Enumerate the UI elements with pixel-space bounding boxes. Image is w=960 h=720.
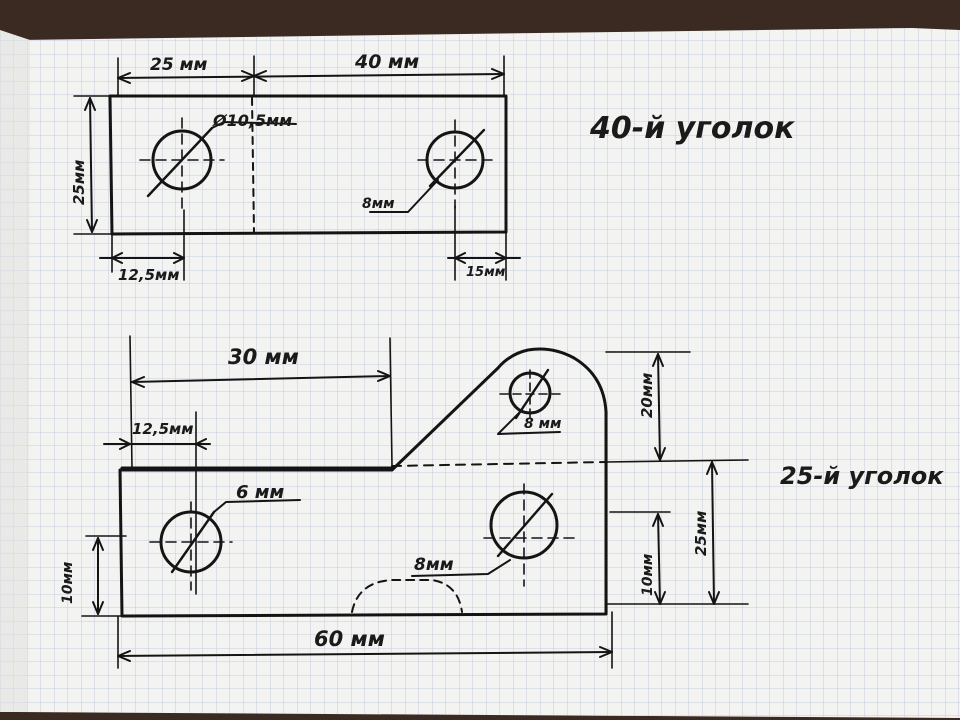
- part2-left-hole-label: 6 мм: [236, 482, 285, 503]
- part1-right-hole: [369, 119, 497, 213]
- part2-left-hole: [149, 499, 301, 591]
- part1-title: 40-й уголок: [589, 111, 795, 146]
- part1-dim-left-label: 25мм: [70, 160, 88, 205]
- part2-bottom-notch: [351, 579, 463, 613]
- part1-fold-line: [251, 97, 255, 233]
- part2-dim-right-hole: [657, 513, 661, 605]
- part2-title: 25-й уголок: [780, 462, 944, 490]
- part2-dim-bottom-width-label: 60 мм: [314, 627, 385, 651]
- part2-dim-left-height-label: 10мм: [60, 562, 76, 604]
- labels: 40-й уголок 25 мм 40 мм 25мм Ø10,5мм 8мм…: [60, 51, 944, 651]
- part2-dim-right-top-label: 20мм: [638, 373, 656, 418]
- part2-dim-right-label: 25мм: [692, 511, 710, 556]
- part1-hole-offset-label: 8мм: [362, 196, 395, 212]
- part2-dim-left-offset-label: 12,5мм: [132, 420, 194, 438]
- part2-dim-right: [711, 461, 715, 605]
- part1-dim-top-left-label: 25 мм: [150, 55, 207, 75]
- part2-bottom-hole-label: 8мм: [414, 555, 454, 575]
- part1-dim-bottom-right-label: 15мм: [466, 265, 506, 280]
- part2-dim-top-width: [131, 375, 391, 383]
- part1-hole-diameter-label: Ø10,5мм: [212, 111, 292, 130]
- part2-top-hole-label: 8 мм: [524, 416, 562, 432]
- part1-dim-top: [117, 73, 505, 79]
- part2-outline: [118, 347, 608, 618]
- part2-right-hole: [483, 483, 575, 587]
- part2-dim-top-width-label: 30 мм: [228, 345, 299, 369]
- part1-dim-bottom-left-label: 12,5мм: [118, 266, 180, 284]
- part2-dim-right-hole-label: 10мм: [640, 554, 656, 596]
- part1-drawing: [73, 55, 521, 281]
- ink-drawing: [73, 55, 749, 669]
- part2-fold-line: [391, 461, 607, 467]
- part2-top-hole: [497, 368, 561, 435]
- part2-dim-bottom-width: [117, 651, 613, 657]
- part2-dim-right-top: [657, 353, 661, 461]
- part1-left-hole: [139, 117, 297, 209]
- part2-drawing: [81, 335, 749, 669]
- part1-dim-top-right-label: 40 мм: [354, 51, 419, 73]
- paper-sheet: [0, 28, 960, 718]
- part1-dim-left: [89, 97, 93, 233]
